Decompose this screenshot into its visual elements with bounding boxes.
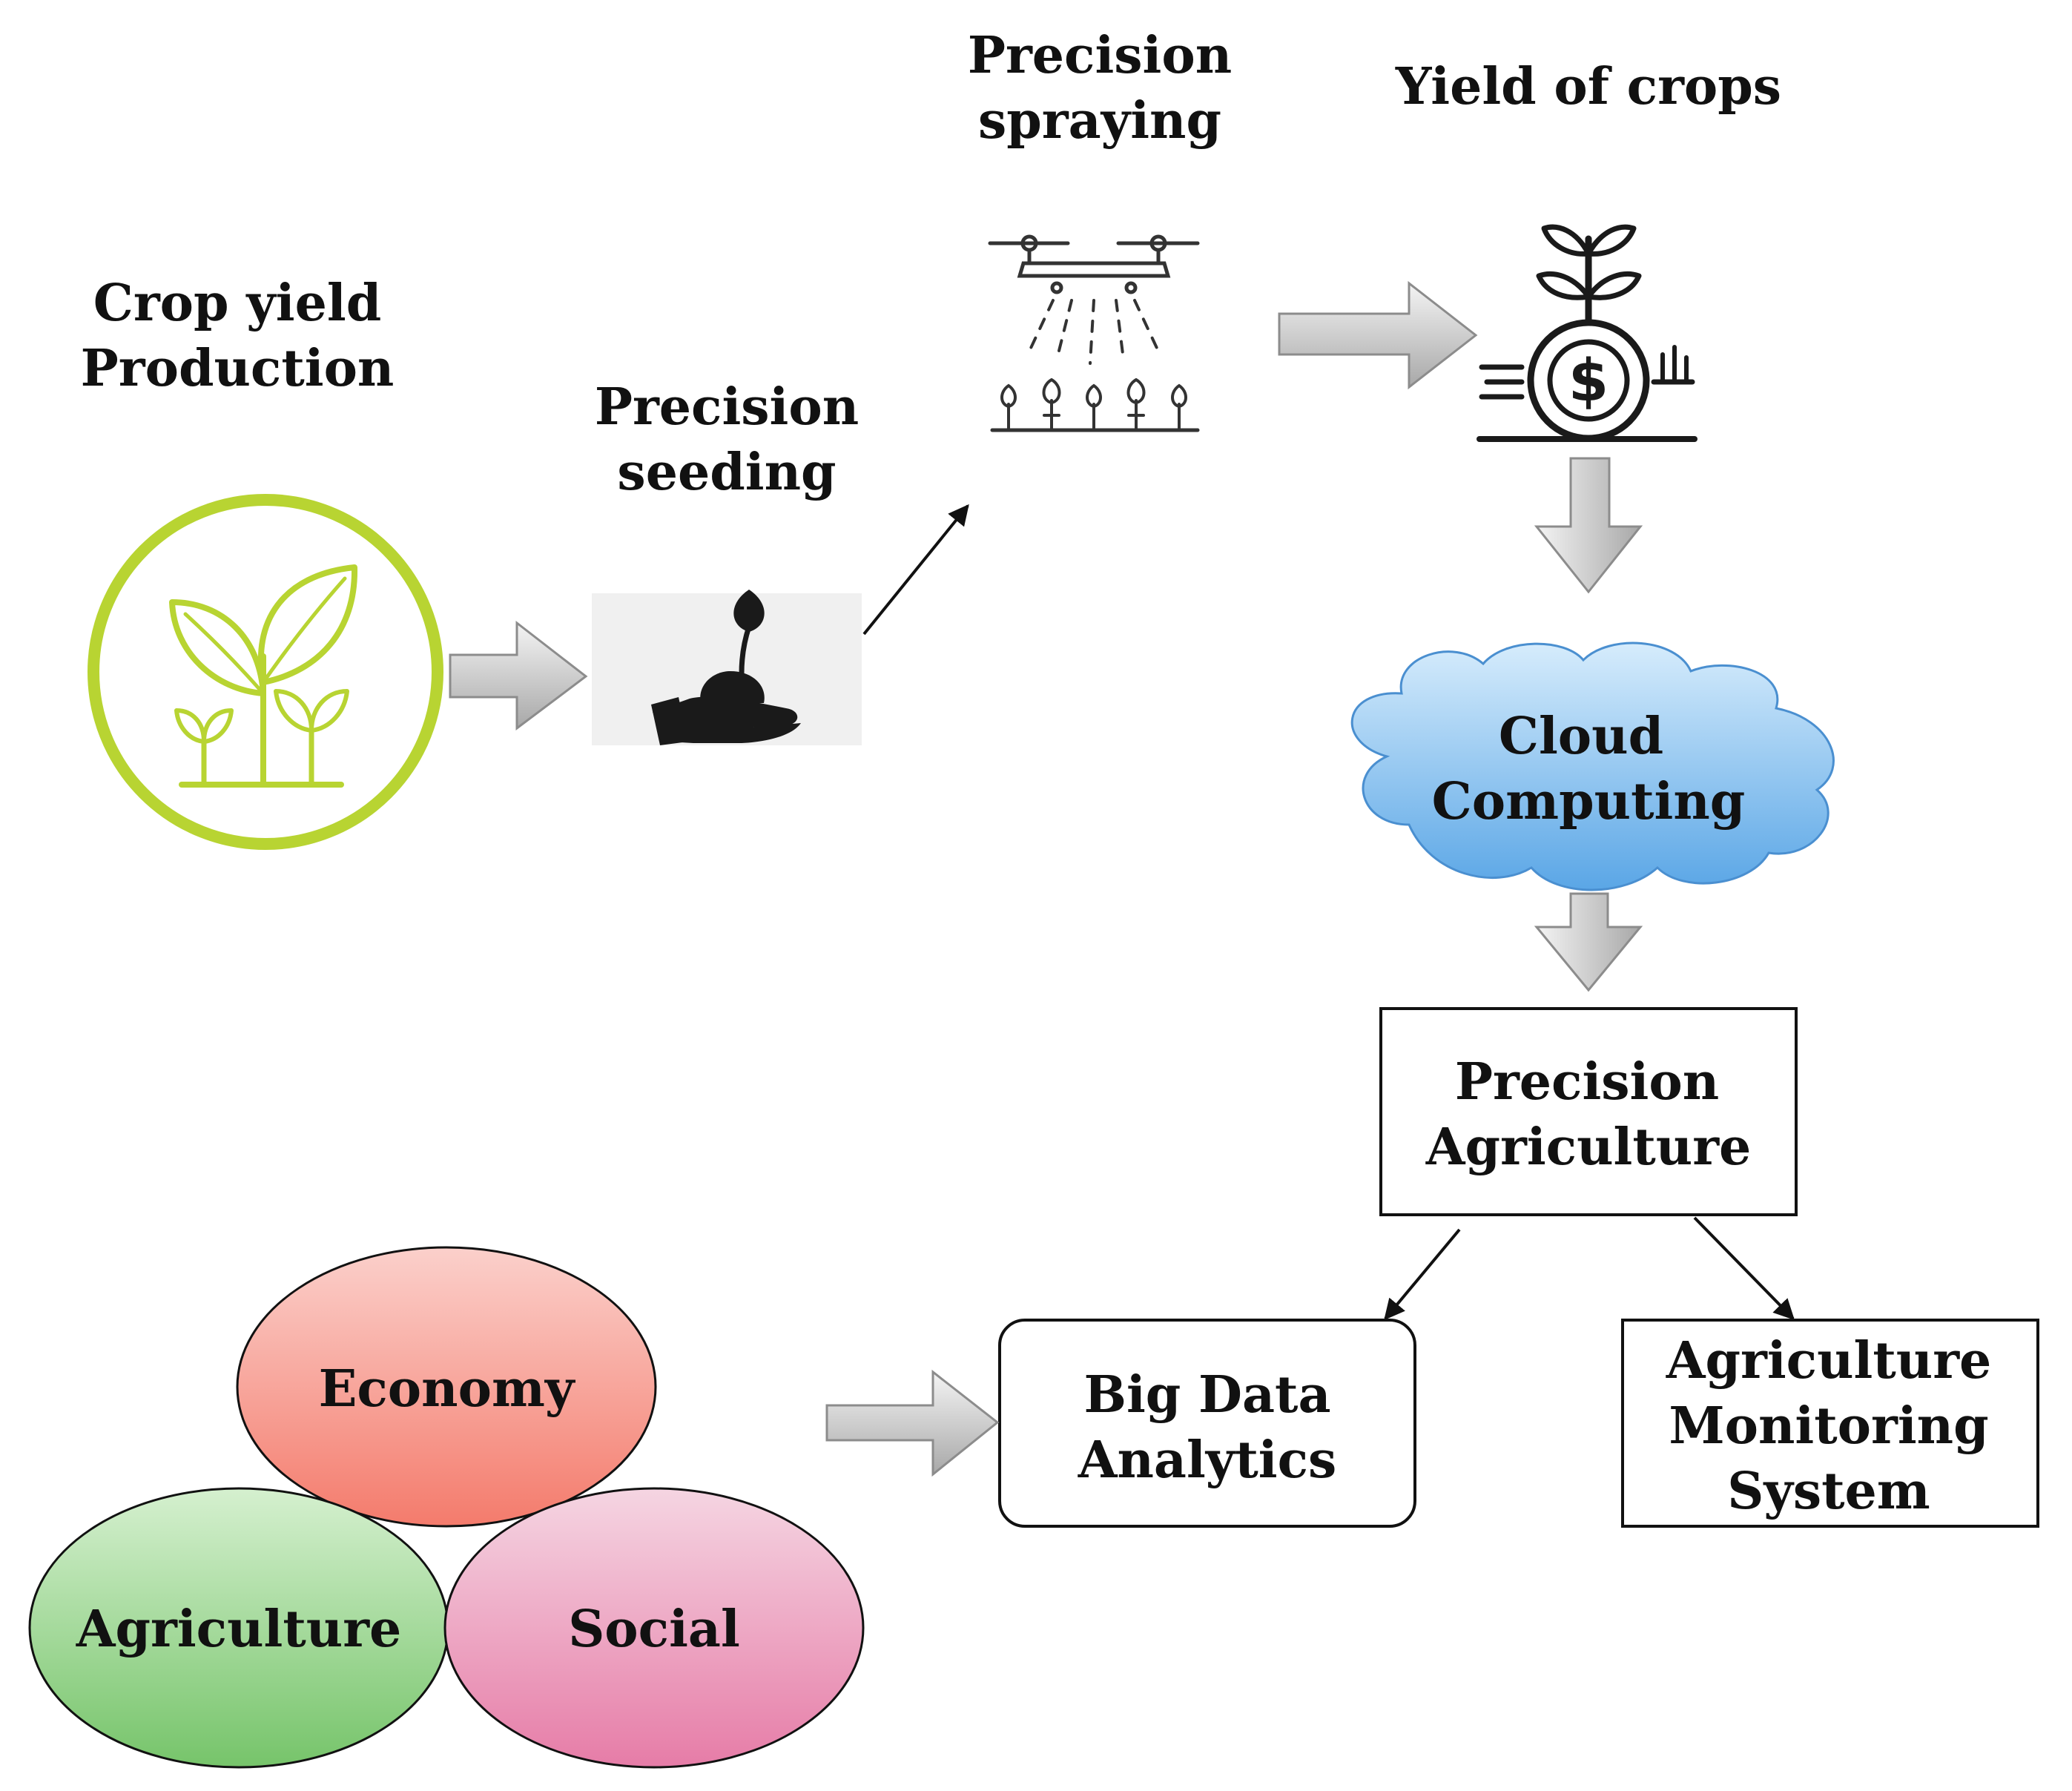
arrow-to-big-data [1384,1228,1461,1321]
social-label: Social [568,1600,740,1659]
block-arrow-crop-to-seeding [449,620,588,731]
social-ellipse: Social [443,1487,865,1769]
spraying-label-line2: spraying [978,91,1221,151]
crop-yield-label-line1: Crop yield [93,274,382,333]
block-arrow-yield-to-cloud [1534,457,1643,594]
seeding-label-line1: Precision [595,377,859,437]
arrow-seeding-to-spraying [862,504,969,636]
monitoring-label-line1: Agriculture [1666,1331,1992,1391]
dollar-coin-plant-icon: $ [1477,224,1697,442]
big-data-label-line2: Analytics [1078,1431,1337,1490]
yield-of-crops-node: Yield of crops $ [1395,57,1781,442]
economy-ellipse: Economy [236,1246,657,1528]
agriculture-label: Agriculture [76,1600,402,1659]
cloud-computing-node: Cloud Computing [1350,641,1835,891]
crop-yield-label-line2: Production [81,339,395,398]
precision-agriculture-node: Precision Agriculture [1379,1007,1798,1216]
block-arrow-ellipses-to-big-data [825,1369,1000,1477]
precision-seeding-node: Precision seeding [592,377,862,745]
spraying-label-line1: Precision [968,26,1232,85]
big-data-label-line1: Big Data [1083,1365,1330,1425]
plant-sprouts-icon [88,494,443,850]
block-arrow-spraying-to-yield [1278,280,1478,390]
cloud-shape [1350,641,1835,891]
monitoring-label-line2: Monitoring [1669,1396,1988,1456]
arrow-to-monitoring [1693,1216,1795,1321]
crop-yield-node: Crop yield Production [81,274,443,850]
agriculture-ellipse: Agriculture [28,1487,449,1769]
spraying-drone-icon [988,234,1200,432]
monitoring-label-line3: System [1727,1462,1930,1521]
block-arrow-cloud-to-precision-agriculture [1534,892,1643,992]
seeding-label-line2: seeding [617,443,836,502]
hand-seedling-icon [592,590,862,745]
precision-ag-label-line1: Precision [1455,1052,1719,1112]
yield-label: Yield of crops [1395,57,1781,116]
cloud-label-line1: Cloud [1499,707,1663,766]
cloud-label-line2: Computing [1432,772,1746,831]
precision-ag-label-line2: Agriculture [1425,1118,1752,1177]
economy-label: Economy [319,1359,576,1419]
agriculture-monitoring-node: Agriculture Monitoring System [1621,1319,2039,1528]
svg-text:$: $ [1568,348,1609,415]
precision-spraying-node: Precision spraying [968,26,1232,432]
big-data-analytics-node: Big Data Analytics [998,1319,1416,1528]
